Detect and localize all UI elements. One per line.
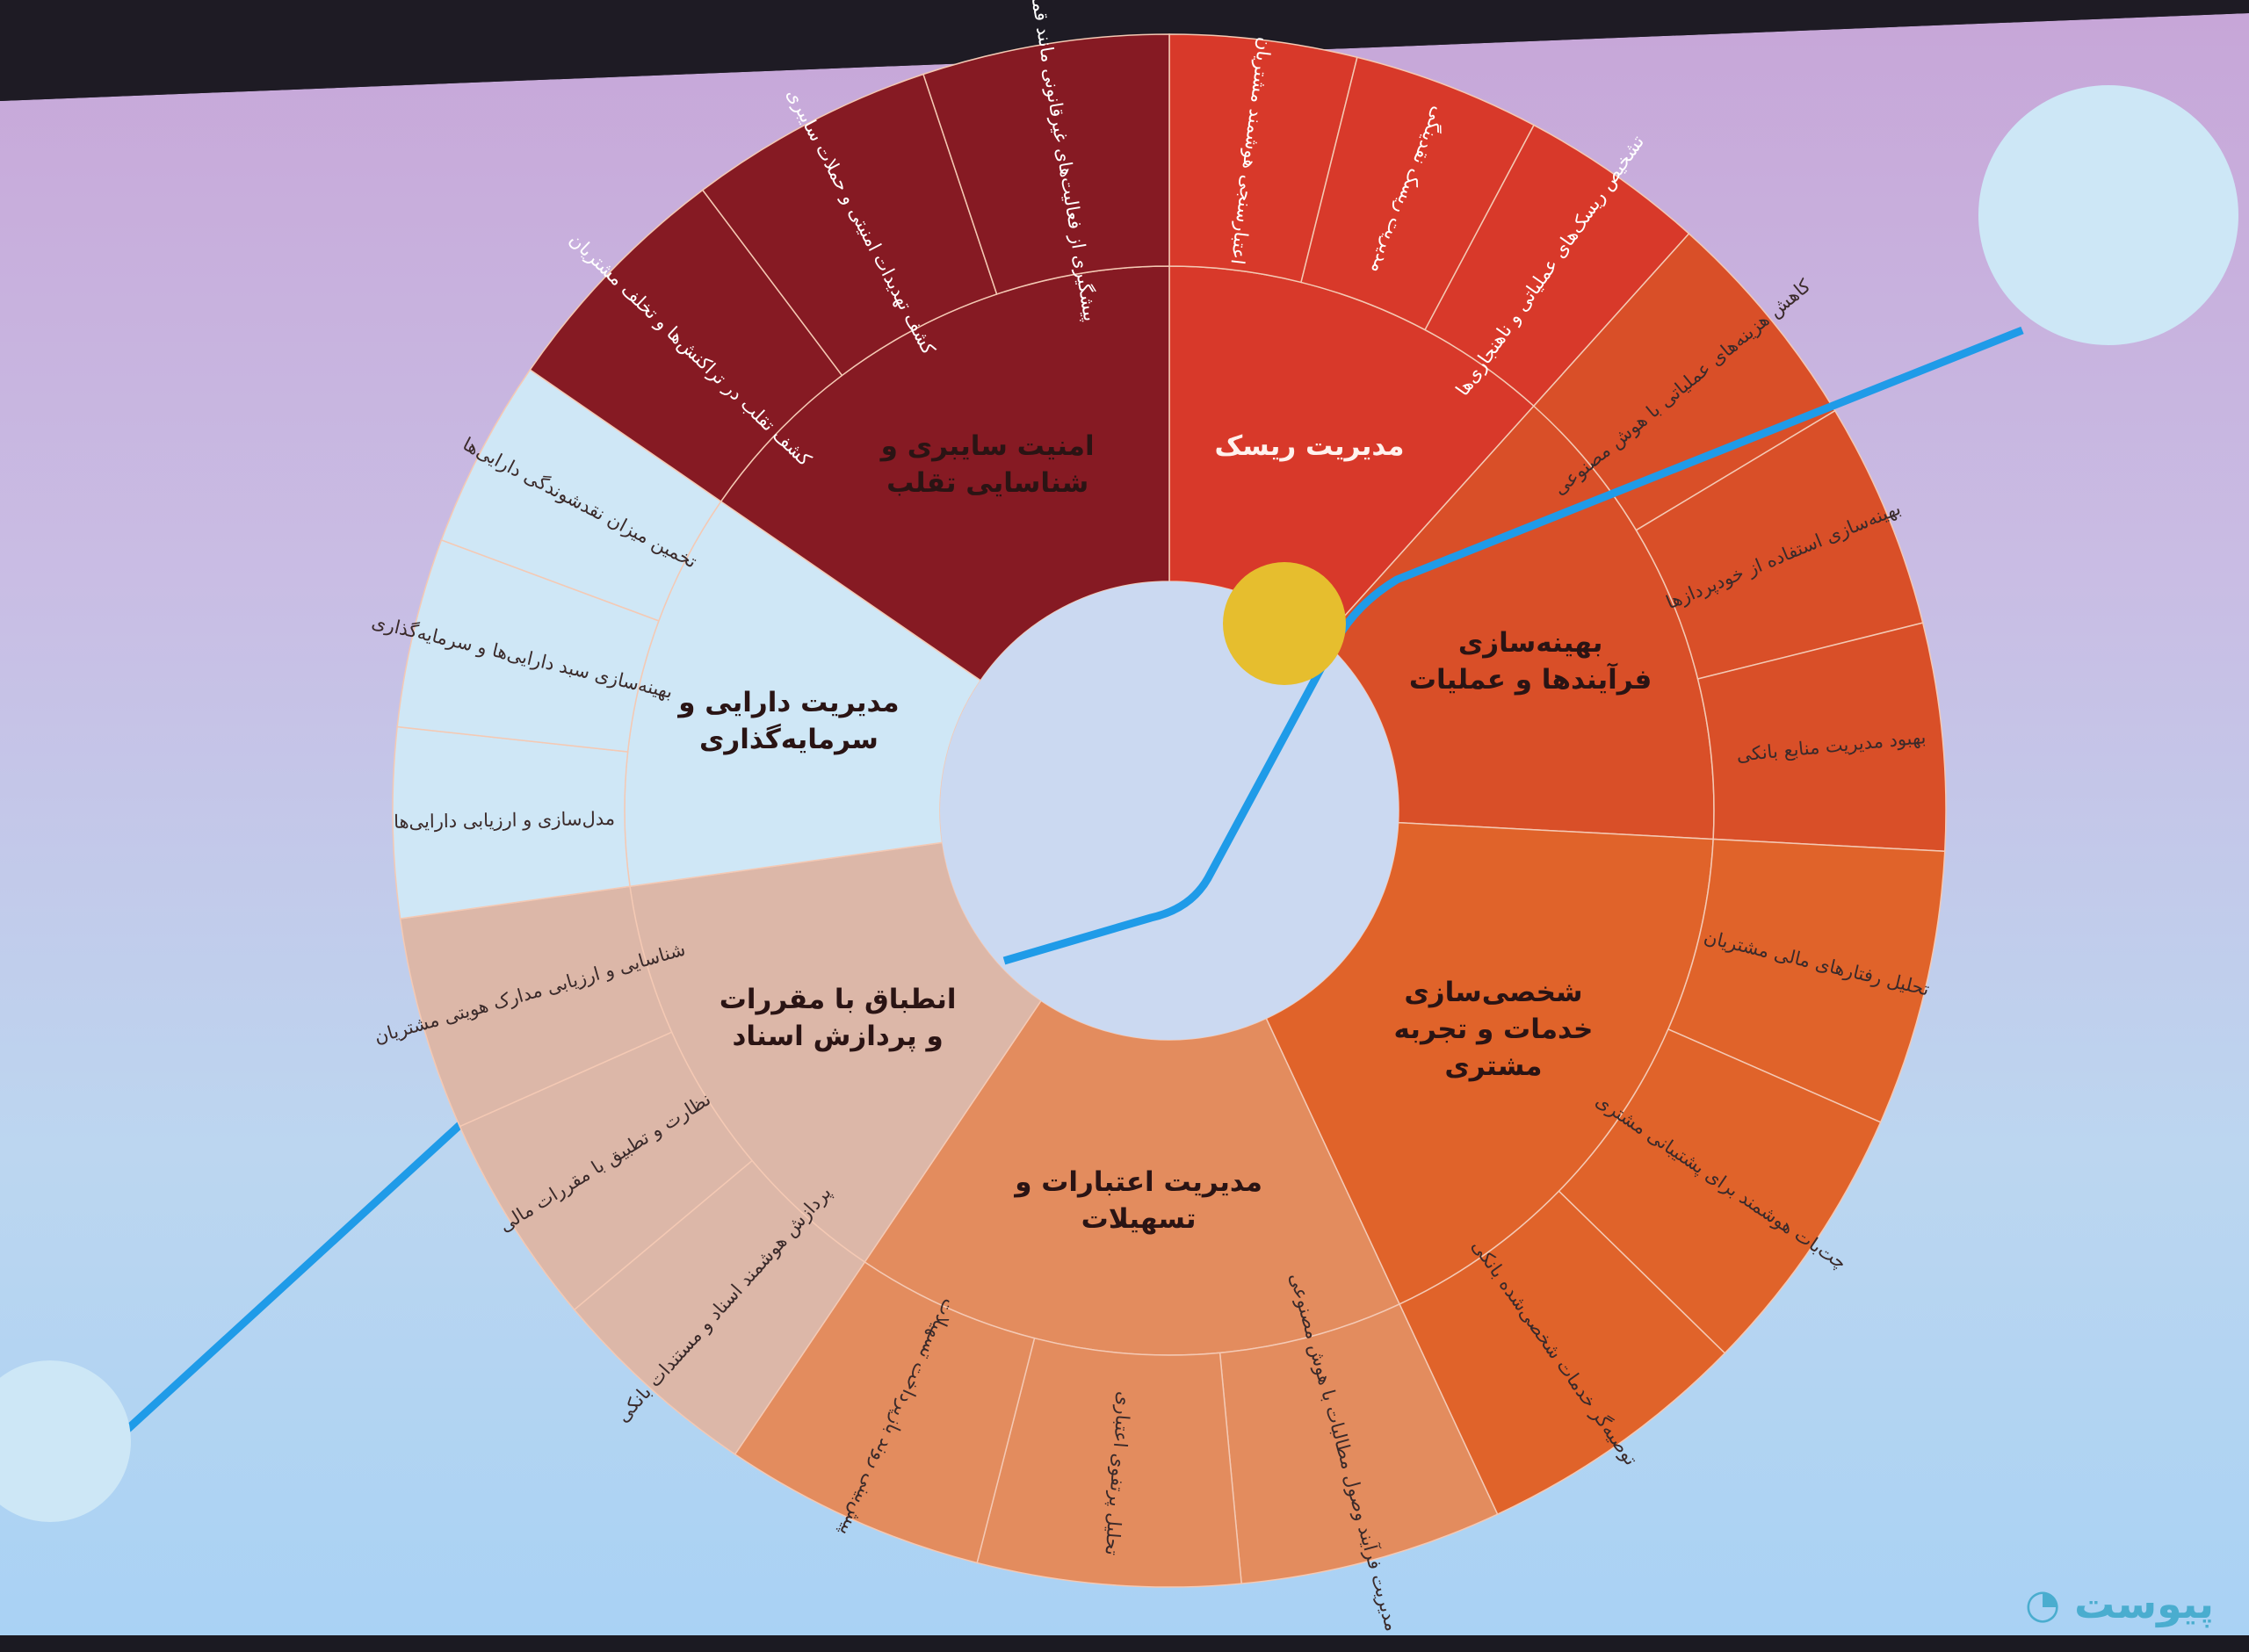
decorative-circle-left [0, 1360, 131, 1522]
subcategory-label: مدل‌سازی و ارزیابی دارایی‌ها [394, 808, 615, 833]
logo-watermark: پیوست ◔ [2025, 1580, 2214, 1627]
category-segment-group: پردازش هوشمند اسناد و مستندات بانکینظارت… [372, 841, 1043, 1455]
yellow-marker-dot [1223, 562, 1346, 685]
decorative-circle-right [1978, 85, 2238, 345]
center-hole [940, 581, 1399, 1040]
subcategory-segment[interactable] [922, 33, 1170, 295]
category-segment-group: مدیریت فرآیند وصول مطالبات با هوش مصنوعی… [734, 999, 1499, 1634]
category-segment-group: کشف تقلب در تراکنش‌ها و تخلف مشتریانکشف … [529, 0, 1170, 682]
